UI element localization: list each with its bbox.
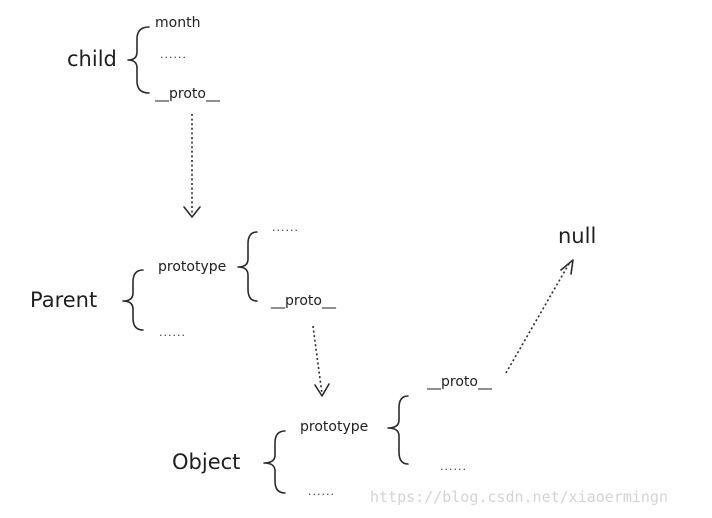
child-proto-member: __proto__ — [155, 86, 220, 102]
parent-prototype-member: prototype — [158, 259, 227, 275]
object-ellipsis-member: ...... — [308, 485, 335, 498]
child-month-member: month — [155, 15, 201, 31]
child-label: child — [67, 47, 117, 71]
parent-label: Parent — [30, 288, 98, 312]
object-label: Object — [172, 450, 241, 474]
arrow-parent-to-object-line — [312, 325, 323, 395]
object-brace — [263, 430, 286, 494]
null-label: null — [558, 224, 597, 248]
object-prototype-brace — [387, 395, 409, 465]
parent-prototype-brace — [237, 231, 258, 302]
child-brace — [127, 26, 150, 94]
parent-ellipsis-member: ...... — [159, 326, 186, 339]
arrowhead-parent-to-object — [314, 383, 330, 397]
parent-brace — [122, 269, 144, 331]
object-prototype-proto-member: __proto__ — [427, 374, 492, 390]
parent-prototype-ellipsis-member: ...... — [272, 221, 299, 234]
parent-prototype-proto-member: __proto__ — [271, 293, 336, 309]
object-prototype-member: prototype — [300, 419, 369, 435]
arrowhead-object-to-null — [560, 259, 574, 275]
child-ellipsis-member: ...... — [160, 48, 187, 61]
arrow-object-to-null-line — [505, 261, 571, 374]
watermark-text: https://blog.csdn.net/xiaoermingn — [370, 488, 669, 506]
object-prototype-ellipsis-member: ...... — [440, 460, 467, 473]
arrowhead-child-to-parent — [183, 206, 201, 218]
